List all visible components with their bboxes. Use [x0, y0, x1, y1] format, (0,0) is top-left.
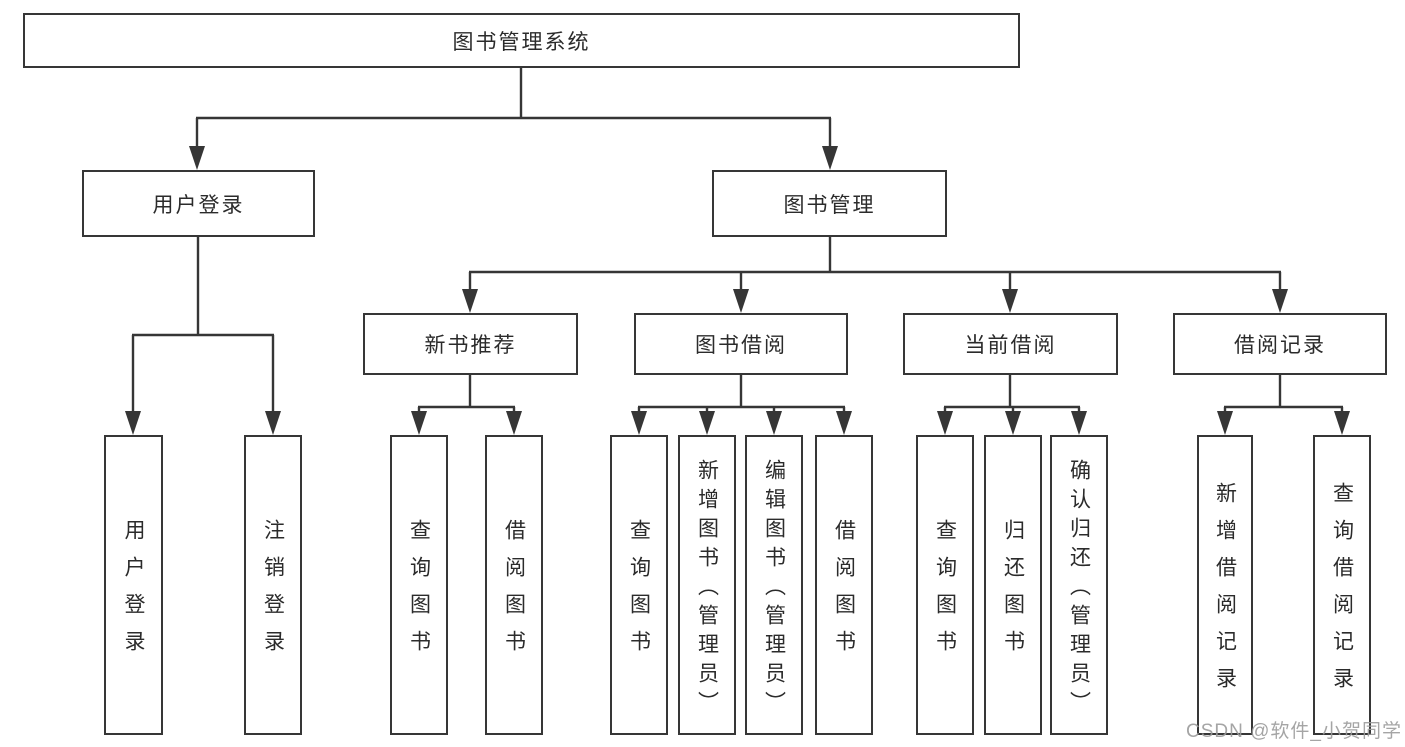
connector-book-management-to-level3: [462, 237, 1288, 313]
leaf-bb-query-books-label: 查询图书: [627, 519, 651, 667]
leaf-nbr-borrow-books: 借阅图书: [485, 435, 543, 735]
node-current-borrowing: 当前借阅: [903, 313, 1118, 375]
leaf-bb-add-books-admin: 新增图书（管理员）: [678, 435, 736, 735]
leaf-cb-return-books: 归还图书: [984, 435, 1042, 735]
leaf-bb-add-books-admin-label: 新增图书（管理员）: [695, 458, 719, 720]
connector-user-login-to-leaves: [125, 237, 281, 435]
node-book-management: 图书管理: [712, 170, 947, 237]
connector-current-borrowing-to-leaves: [937, 375, 1087, 435]
leaf-nbr-query-books-label: 查询图书: [407, 519, 431, 667]
leaf-bb-edit-books-admin: 编辑图书（管理员）: [745, 435, 803, 735]
node-borrowing-records-label: 借阅记录: [1234, 334, 1326, 357]
leaf-bb-edit-books-admin-label: 编辑图书（管理员）: [762, 458, 786, 720]
leaf-nbr-query-books: 查询图书: [390, 435, 448, 735]
leaf-cb-query-books-label: 查询图书: [933, 519, 957, 667]
node-book-borrowing: 图书借阅: [634, 313, 848, 375]
leaf-br-add-record-label: 新增借阅记录: [1213, 482, 1237, 704]
node-new-book-recommend-label: 新书推荐: [424, 334, 517, 357]
leaf-br-add-record: 新增借阅记录: [1197, 435, 1253, 735]
leaf-user-login-label: 用户登录: [122, 519, 145, 667]
leaf-nbr-borrow-books-label: 借阅图书: [502, 519, 526, 667]
node-new-book-recommend: 新书推荐: [363, 313, 578, 375]
leaf-br-query-record: 查询借阅记录: [1313, 435, 1371, 735]
connector-root-to-level2: [189, 68, 838, 170]
node-root-label: 图书管理系统: [452, 30, 591, 54]
leaf-logout: 注销登录: [244, 435, 302, 735]
leaf-logout-label: 注销登录: [261, 519, 285, 667]
leaf-cb-confirm-return-admin: 确认归还（管理员）: [1050, 435, 1108, 735]
connector-new-book-recommend-to-leaves: [411, 375, 522, 435]
node-root: 图书管理系统: [23, 13, 1020, 68]
node-user-login: 用户登录: [82, 170, 315, 237]
leaf-bb-query-books: 查询图书: [610, 435, 668, 735]
connector-borrowing-records-to-leaves: [1217, 375, 1350, 435]
node-borrowing-records: 借阅记录: [1173, 313, 1387, 375]
connector-book-borrowing-to-leaves: [631, 375, 852, 435]
csdn-watermark: CSDN @软件_小贺同学: [1186, 721, 1402, 742]
leaf-cb-query-books: 查询图书: [916, 435, 974, 735]
node-current-borrowing-label: 当前借阅: [964, 334, 1057, 357]
leaf-bb-borrow-books: 借阅图书: [815, 435, 873, 735]
leaf-bb-borrow-books-label: 借阅图书: [832, 519, 856, 667]
leaf-cb-return-books-label: 归还图书: [1001, 519, 1025, 667]
leaf-br-query-record-label: 查询借阅记录: [1330, 482, 1354, 704]
node-book-borrowing-label: 图书借阅: [695, 334, 787, 357]
leaf-cb-confirm-return-admin-label: 确认归还（管理员）: [1067, 458, 1091, 720]
leaf-user-login: 用户登录: [104, 435, 163, 735]
node-book-management-label: 图书管理: [783, 193, 876, 217]
node-user-login-label: 用户登录: [152, 193, 245, 217]
